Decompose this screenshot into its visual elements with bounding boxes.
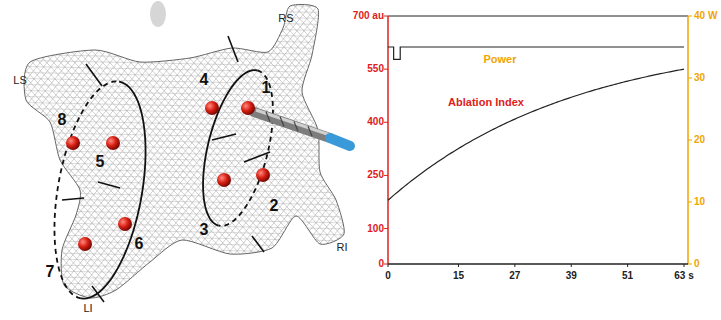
axis-tick-label: 63 s [674, 271, 693, 281]
axis-tick-label: 30 [694, 73, 705, 83]
x-tick [684, 264, 685, 267]
axis-tick-label: 100 [367, 224, 384, 234]
right-tick [688, 78, 692, 79]
axis-tick-label: 51 [622, 271, 633, 281]
catheter-tip [330, 138, 350, 146]
right-tick [688, 16, 692, 17]
series-label: Ablation Index [448, 97, 524, 108]
right-tick [688, 264, 692, 265]
ring-tick [228, 36, 238, 62]
left-tick [384, 122, 388, 123]
axis-tick-label: 250 [367, 170, 384, 180]
vein-label: RS [278, 13, 293, 24]
left-tick [384, 16, 388, 17]
ring-tick [86, 64, 102, 86]
callout-number: 1 [262, 80, 271, 96]
lesion-dot [118, 217, 132, 231]
ring-front [81, 82, 146, 299]
catheter-shaft [254, 112, 330, 138]
ring-tick [252, 236, 264, 252]
catheter-ring [294, 121, 298, 131]
axis-tick-label: 700 au [353, 11, 384, 21]
grey-blob [150, 1, 166, 27]
top-frame [388, 16, 688, 17]
callout-number: 4 [200, 72, 209, 88]
axis-tick-label: 0 [378, 259, 384, 269]
ring-back [219, 70, 273, 226]
axis-tick-label: 27 [509, 271, 520, 281]
lesion-dot [78, 237, 92, 251]
lesion-dot [217, 173, 231, 187]
axis-tick-label: 20 [694, 135, 705, 145]
right-tick [688, 140, 692, 141]
ring-tick [98, 182, 120, 188]
axis-tick-label: 39 [566, 271, 577, 281]
x-tick [514, 264, 515, 267]
axis-tick-label: 10 [694, 197, 705, 207]
isolation-circles [54, 36, 273, 302]
ring-tick [212, 134, 236, 140]
lesion-dot [66, 136, 80, 150]
left-axis [387, 16, 389, 264]
ring-tick [62, 198, 84, 200]
catheter-ring [280, 117, 284, 127]
left-tick [384, 264, 388, 265]
lesion-dot [205, 101, 219, 115]
callout-number: 6 [135, 236, 144, 252]
callout-number: 5 [96, 154, 105, 170]
series-label: Power [483, 54, 516, 65]
catheter-ring [308, 126, 312, 136]
ring-tick [92, 286, 104, 302]
callout-number: 7 [46, 264, 55, 280]
lesion-points [66, 101, 270, 251]
ring-tick [244, 152, 270, 162]
power-line [388, 47, 684, 59]
lesion-dot [241, 101, 255, 115]
x-tick [627, 264, 628, 267]
callout-number: 2 [270, 198, 279, 214]
vein-label: LI [83, 303, 92, 314]
left-tick [384, 69, 388, 70]
x-tick [571, 264, 572, 267]
ablation-catheter [254, 110, 350, 146]
axis-tick-label: 550 [367, 64, 384, 74]
axis-tick-label: 0 [694, 259, 700, 269]
axis-tick-label: 400 [367, 117, 384, 127]
callout-number: 3 [200, 222, 209, 238]
catheter-ring [266, 112, 270, 122]
axis-tick-label: 15 [453, 271, 464, 281]
ablation-chart [384, 16, 692, 267]
ring-front [203, 70, 257, 226]
ablation-index-curve [388, 69, 684, 200]
ring-back [54, 81, 119, 298]
lesion-dot [106, 136, 120, 150]
axis-tick-label: 0 [385, 271, 391, 281]
left-tick [384, 175, 388, 176]
catheter-shine [256, 110, 330, 135]
vein-label: LS [13, 75, 26, 86]
lesion-dot [256, 168, 270, 182]
callout-number: 8 [58, 112, 67, 128]
right-tick [688, 202, 692, 203]
vein-label: RI [337, 242, 348, 253]
x-tick [458, 264, 459, 267]
x-tick [388, 264, 389, 267]
axis-tick-label: 40 W [694, 11, 717, 21]
atrium-outline [24, 4, 344, 298]
left-tick [384, 228, 388, 229]
x-axis [388, 263, 688, 265]
